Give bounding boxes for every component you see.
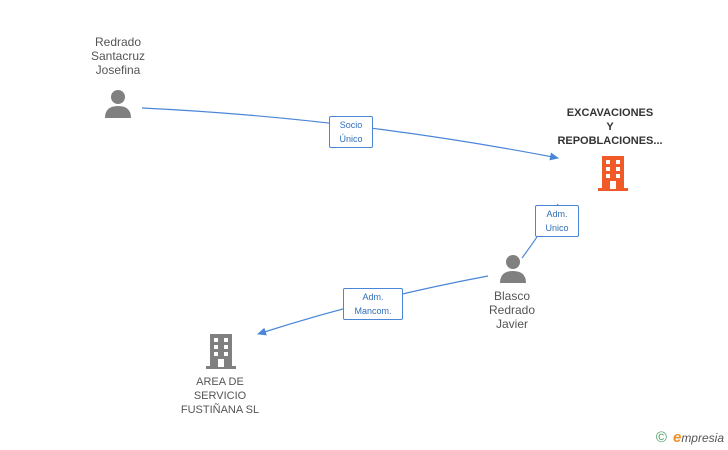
- person-icon[interactable]: [498, 254, 528, 284]
- copyright-icon: ©: [655, 429, 667, 446]
- edge-label-adm-mancom[interactable]: Adm. Mancom.: [343, 288, 403, 320]
- brand-logo[interactable]: empresia: [672, 429, 724, 446]
- node-label-area: AREA DE SERVICIO FUSTIÑANA SL: [180, 376, 260, 416]
- footer-brand: © empresia: [656, 429, 724, 446]
- building-icon[interactable]: [597, 156, 629, 191]
- person-icon[interactable]: [103, 89, 133, 119]
- edge-label-adm-unico[interactable]: Adm. Unico: [535, 205, 579, 237]
- building-icon[interactable]: [205, 334, 237, 369]
- node-label-blasco: Blasco Redrado Javier: [488, 289, 536, 331]
- node-label-redrado: Redrado Santacruz Josefina: [90, 35, 146, 77]
- node-label-excavaciones: EXCAVACIONES Y REPOBLACIONES...: [557, 107, 663, 147]
- edge-label-socio-unico[interactable]: Socio Único: [329, 116, 373, 148]
